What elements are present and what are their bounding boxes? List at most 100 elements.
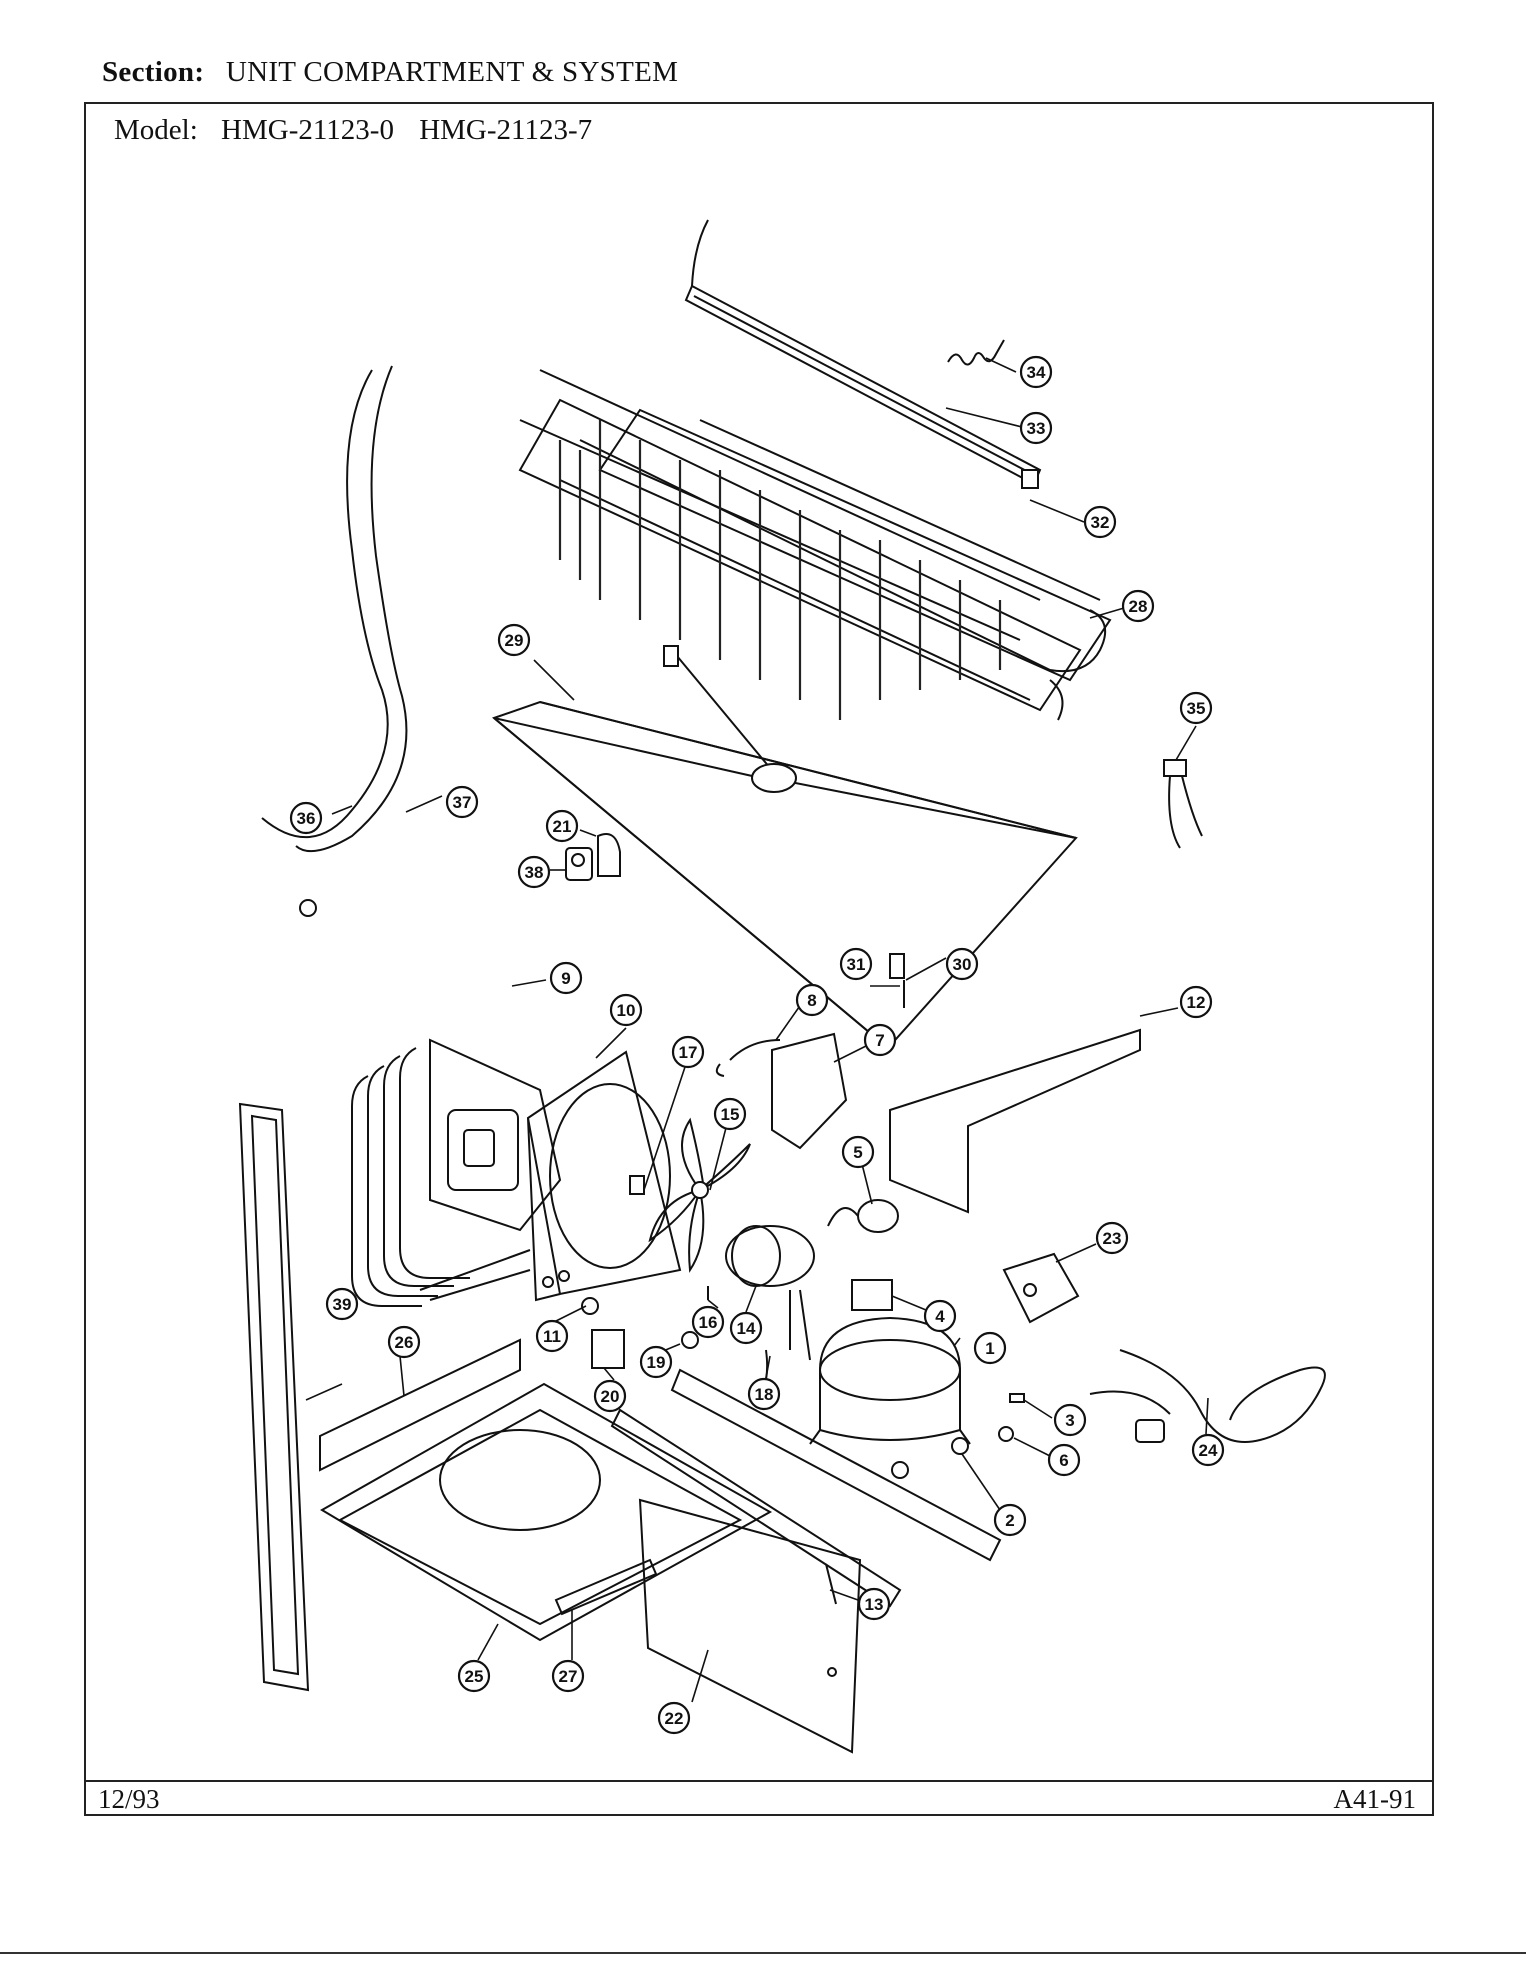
model-number-2: HMG-21123-7 — [419, 114, 593, 146]
svg-text:27: 27 — [559, 1667, 578, 1686]
callout-3: 3 — [1053, 1403, 1087, 1437]
svg-text:15: 15 — [721, 1105, 740, 1124]
part-36-37-tubing — [261, 365, 408, 917]
callout-39: 39 — [325, 1287, 359, 1321]
part-28-condenser — [518, 369, 1112, 721]
part-1-compressor — [809, 1316, 971, 1445]
part-6-clip — [998, 1426, 1014, 1442]
callout-12: 12 — [1179, 985, 1213, 1019]
callout-17: 17 — [671, 1035, 705, 1069]
footer-date: 12/93 — [98, 1784, 160, 1814]
page-bottom-rule — [0, 1952, 1526, 1954]
callout-31: 31 — [839, 947, 873, 981]
svg-text:16: 16 — [699, 1313, 718, 1332]
callout-22: 22 — [657, 1701, 691, 1735]
callout-14: 14 — [729, 1311, 763, 1345]
callout-25: 25 — [457, 1659, 491, 1693]
callout-6: 6 — [1047, 1443, 1081, 1477]
part-5-overload — [827, 1199, 899, 1233]
callout-18: 18 — [747, 1377, 781, 1411]
callout-11: 11 — [535, 1319, 569, 1353]
part-38-bracket — [565, 833, 621, 881]
callout-24: 24 — [1191, 1433, 1225, 1467]
svg-text:6: 6 — [1059, 1451, 1068, 1470]
callout-27: 27 — [551, 1659, 585, 1693]
callout-29: 29 — [497, 623, 531, 657]
part-23-timer — [1002, 1252, 1080, 1324]
callout-13: 13 — [857, 1587, 891, 1621]
svg-text:14: 14 — [737, 1319, 756, 1338]
svg-text:2: 2 — [1005, 1511, 1014, 1530]
callout-33: 33 — [1019, 411, 1053, 445]
part-3-grommet — [1009, 1393, 1025, 1403]
svg-text:1: 1 — [985, 1339, 994, 1358]
part-9-evaporator — [351, 1038, 562, 1307]
section-header: Section: UNIT COMPARTMENT & SYSTEM — [102, 56, 678, 89]
callout-36: 36 — [289, 801, 323, 835]
svg-text:10: 10 — [617, 1001, 636, 1020]
svg-text:7: 7 — [875, 1031, 884, 1050]
callout-19: 19 — [639, 1345, 673, 1379]
part-25-base-pan — [320, 1382, 773, 1642]
svg-text:34: 34 — [1027, 363, 1046, 382]
part-2-base-rail — [610, 1368, 1002, 1608]
svg-text:33: 33 — [1027, 419, 1046, 438]
callout-7: 7 — [863, 1023, 897, 1057]
part-22-panel — [638, 1498, 862, 1754]
svg-text:18: 18 — [755, 1385, 774, 1404]
callout-30: 30 — [945, 947, 979, 981]
svg-text:12: 12 — [1187, 993, 1206, 1012]
svg-text:17: 17 — [679, 1043, 698, 1062]
part-11-nut — [581, 1297, 599, 1315]
svg-text:36: 36 — [297, 809, 316, 828]
svg-text:38: 38 — [525, 863, 544, 882]
svg-text:8: 8 — [807, 991, 816, 1010]
diagram-frame — [84, 102, 1434, 1816]
part-33-rail — [684, 219, 1042, 489]
callout-5: 5 — [841, 1135, 875, 1169]
part-13-fuse — [825, 1563, 837, 1605]
svg-text:21: 21 — [553, 817, 572, 836]
svg-text:31: 31 — [847, 955, 866, 974]
part-10-fan-shroud — [526, 1050, 682, 1302]
section-title: UNIT COMPARTMENT & SYSTEM — [225, 56, 679, 88]
model-line: Model: HMG-21123-0 HMG-21123-7 — [114, 114, 592, 147]
model-label: Model: — [114, 114, 198, 146]
part-12-cover — [889, 1028, 1141, 1214]
footer-code: A41-91 — [1333, 1784, 1417, 1814]
callout-16: 16 — [691, 1305, 725, 1339]
part-14-fan-motor — [725, 1225, 815, 1361]
model-number-1: HMG-21123-0 — [221, 114, 394, 146]
svg-text:23: 23 — [1103, 1229, 1122, 1248]
section-label: Section: — [102, 56, 205, 88]
callout-10: 10 — [609, 993, 643, 1027]
callout-35: 35 — [1179, 691, 1213, 725]
part-20-capacitor — [591, 1329, 625, 1369]
part-15-fan-blade — [648, 1117, 751, 1273]
callout-38: 38 — [517, 855, 551, 889]
callout-28: 28 — [1121, 589, 1155, 623]
svg-text:13: 13 — [865, 1595, 884, 1614]
svg-text:20: 20 — [601, 1387, 620, 1406]
callout-21: 21 — [545, 809, 579, 843]
part-7-relay-cover — [715, 1032, 848, 1150]
part-4-relay — [851, 1279, 893, 1311]
callout-23: 23 — [1095, 1221, 1129, 1255]
svg-text:19: 19 — [647, 1353, 666, 1372]
footer-divider — [84, 1780, 1434, 1782]
part-34-clip — [947, 339, 1005, 366]
callout-20: 20 — [593, 1379, 627, 1413]
svg-text:22: 22 — [665, 1709, 684, 1728]
callout-9: 9 — [549, 961, 583, 995]
svg-text:37: 37 — [453, 793, 472, 812]
svg-text:32: 32 — [1091, 513, 1110, 532]
callout-8: 8 — [795, 983, 829, 1017]
part-39-gasket — [238, 1102, 310, 1692]
svg-text:29: 29 — [505, 631, 524, 650]
svg-text:3: 3 — [1065, 1411, 1074, 1430]
part-24-power-cord — [1089, 1349, 1326, 1443]
svg-text:26: 26 — [395, 1333, 414, 1352]
callout-15: 15 — [713, 1097, 747, 1131]
callout-4: 4 — [923, 1299, 957, 1333]
